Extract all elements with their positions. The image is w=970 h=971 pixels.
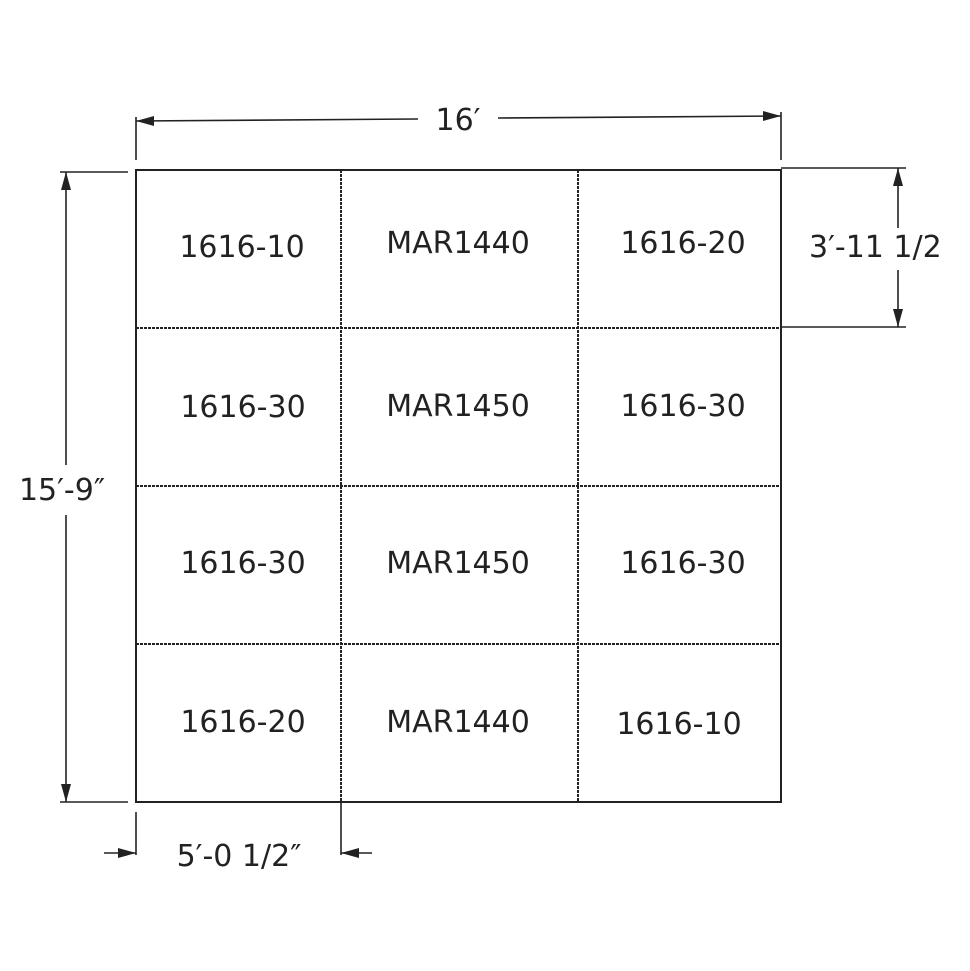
arrow-left-icon [136,116,154,126]
overall-width-label: 16′ [436,103,481,138]
panel-r4-c3: 1616-10 [616,707,741,742]
row-height-label: 3′-11 1/2 [809,230,942,265]
overall-height-dimension: 15′-9″ [19,171,128,803]
width-dim-line-left [135,118,419,122]
panel-r2-c2: MAR1450 [386,389,530,424]
panel-r4-c2: MAR1440 [386,705,530,740]
row-arrow-down-icon [893,309,903,327]
column-width-dimension: 5′-0 1/2″ [104,802,372,874]
arrow-right-icon [763,111,781,121]
panel-r3-c2: MAR1450 [386,546,530,581]
row-height-dimension: 3′-11 1/2 [781,167,942,328]
panel-r1-c3: 1616-20 [620,226,745,261]
panel-r3-c3: 1616-30 [620,546,745,581]
column-arrow-right-icon [118,848,136,858]
panel-r2-c3: 1616-30 [620,389,745,424]
row-arrow-up-icon [893,168,903,186]
panel-r4-c1: 1616-20 [180,705,305,740]
panel-r2-c1: 1616-30 [180,390,305,425]
overall-width-dimension: 16′ [135,103,782,160]
panel-r3-c1: 1616-30 [180,546,305,581]
column-arrow-left-icon [341,848,359,858]
panel-grid: 1616-10 MAR1440 1616-20 1616-30 MAR1450 … [135,169,782,803]
arrow-up-icon [61,172,71,190]
arrow-down-icon [61,784,71,802]
panel-r1-c1: 1616-10 [179,230,304,265]
overall-height-label: 15′-9″ [19,473,105,508]
panel-r1-c2: MAR1440 [386,226,530,261]
width-dim-line-right [497,115,782,119]
column-width-label: 5′-0 1/2″ [177,839,302,874]
